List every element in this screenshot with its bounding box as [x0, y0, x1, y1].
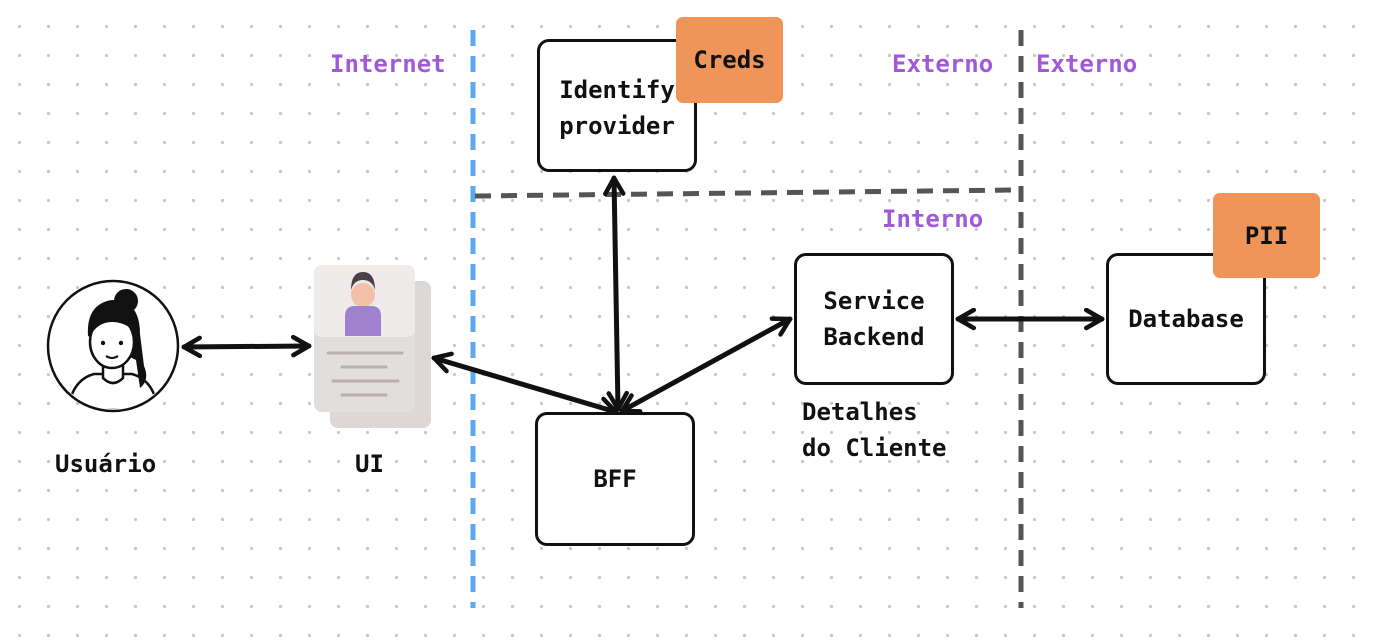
zone-label-interno: Interno — [882, 205, 984, 233]
service-backend-node[interactable]: Service Backend — [794, 253, 954, 385]
user-avatar-icon — [46, 279, 180, 413]
user-label: Usuário — [55, 450, 157, 478]
ui-label: UI — [355, 450, 384, 478]
pii-tag-label: PII — [1244, 221, 1289, 250]
ui-document-illustration — [314, 265, 431, 428]
zone-label-internet: Internet — [330, 50, 446, 78]
service-backend-caption: Detalhes do Cliente — [802, 398, 947, 462]
bff-label: BFF — [593, 465, 637, 493]
internal-boundary-line — [474, 187, 1017, 199]
arrow-user-ui — [181, 334, 312, 359]
zone-label-externo-right: Externo — [1036, 50, 1138, 78]
arrow-ui-bff — [431, 351, 619, 419]
creds-tag-label: Creds — [693, 46, 766, 74]
database-label: Database — [1128, 305, 1244, 333]
arrow-idp-bff — [603, 175, 629, 412]
pii-tag: PII — [1213, 193, 1320, 278]
identity-provider-node[interactable]: Identify provider — [537, 39, 697, 172]
service-backend-label: Service Backend — [823, 287, 925, 351]
bff-node[interactable]: BFF — [535, 412, 695, 546]
identity-provider-label: Identify provider — [559, 75, 675, 140]
zone-label-externo-left: Externo — [892, 50, 994, 78]
database-node[interactable]: Database — [1106, 253, 1266, 385]
creds-tag: Creds — [676, 17, 783, 103]
arrow-bff-service — [619, 316, 793, 414]
